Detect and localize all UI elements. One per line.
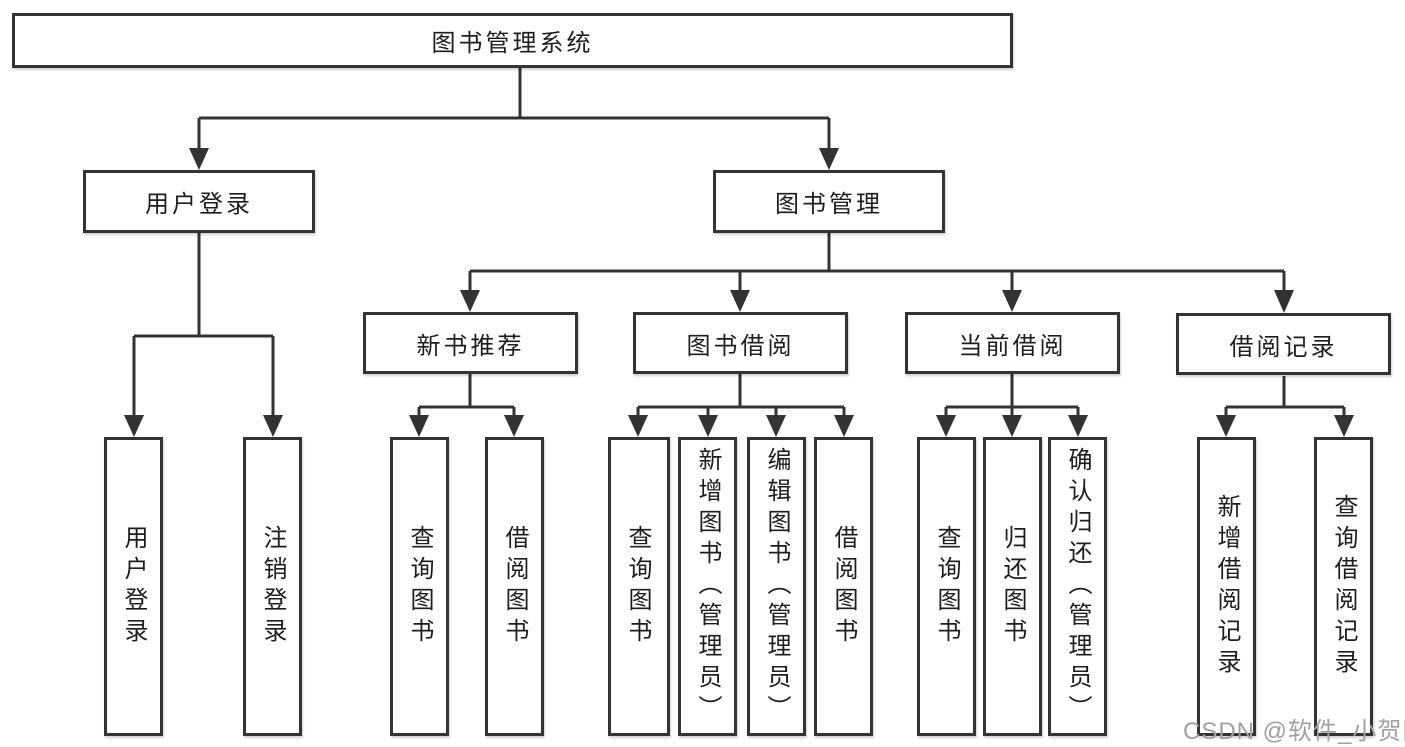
leaf-query-books-recommend: 查询图书 (390, 437, 449, 736)
node-borrowing-records: 借阅记录 (1176, 313, 1391, 375)
leaf-query-books-current: 查询图书 (917, 437, 976, 736)
leaf-add-borrow-record: 新增借阅记录 (1197, 437, 1256, 736)
leaf-user-login: 用户登录 (104, 437, 163, 736)
leaf-logout: 注销登录 (243, 437, 302, 736)
node-current-borrowing: 当前借阅 (905, 312, 1120, 374)
csdn-watermark: CSDN @软件_小贺同学 (1183, 718, 1405, 745)
leaf-add-books-admin: 新增图书（管理员） (678, 437, 737, 736)
leaf-borrow-books: 借阅图书 (814, 437, 873, 736)
node-user-login: 用户登录 (83, 170, 315, 233)
leaf-query-books-borrow: 查询图书 (608, 437, 670, 736)
node-book-management: 图书管理 (713, 170, 945, 233)
node-new-book-recommendation: 新书推荐 (363, 312, 578, 374)
leaf-borrow-books-recommend: 借阅图书 (485, 437, 544, 736)
leaf-edit-books-admin: 编辑图书（管理员） (747, 437, 806, 736)
leaf-confirm-return-admin: 确认归还（管理员） (1048, 437, 1107, 736)
node-library-management-system: 图书管理系统 (12, 13, 1013, 68)
leaf-return-books: 归还图书 (983, 437, 1042, 736)
node-book-borrowing: 图书借阅 (633, 312, 848, 374)
leaf-query-borrow-record: 查询借阅记录 (1314, 437, 1373, 736)
